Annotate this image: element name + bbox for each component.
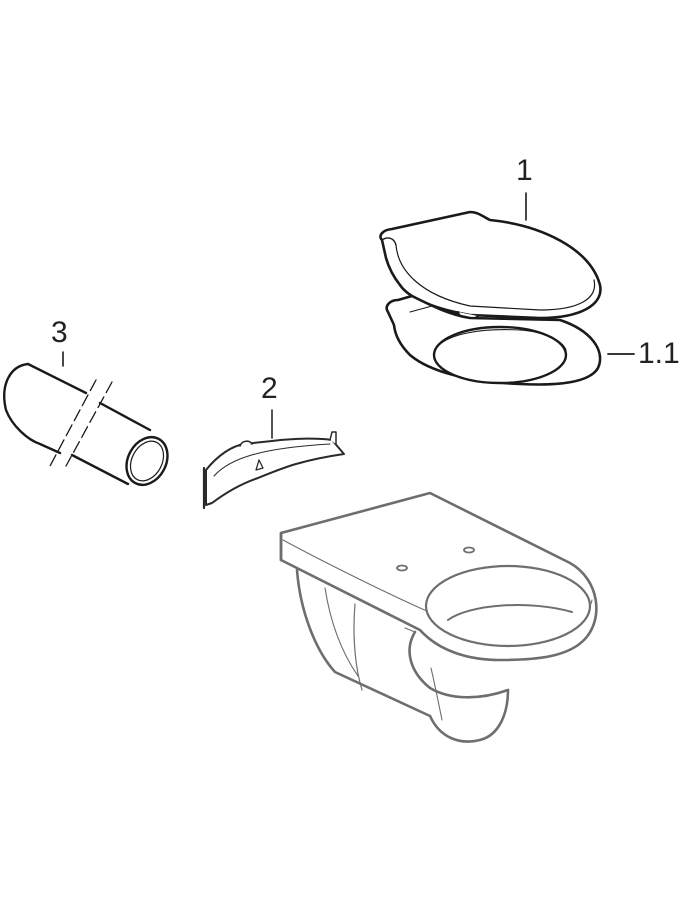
wall-hung-wc-bowl <box>279 491 598 743</box>
part-label-1: 1 <box>516 154 533 187</box>
toilet-seat-ring-part <box>385 294 635 386</box>
part-label-3: 3 <box>51 316 68 349</box>
part-label-1-1: 1.1 <box>638 337 680 370</box>
part-label-2: 2 <box>261 372 278 405</box>
connector-pipe-part <box>3 351 169 487</box>
fixing-bracket-part <box>202 409 345 510</box>
toilet-seat-lid-part <box>379 192 602 321</box>
